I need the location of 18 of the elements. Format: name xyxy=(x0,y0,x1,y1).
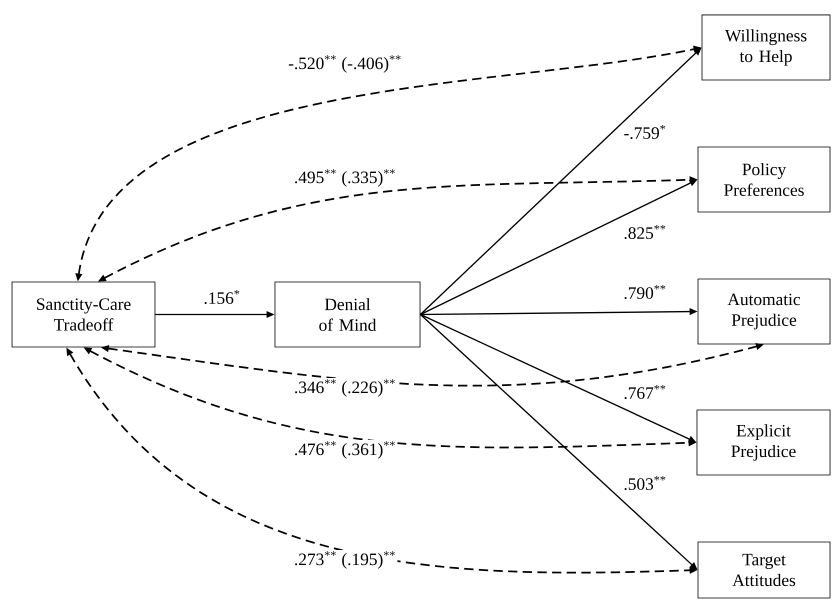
edge-label: .825$^{**}$ xyxy=(622,224,668,240)
box-node: Explicit Prejudice xyxy=(696,410,830,476)
edge-label: .767$^{**}$ xyxy=(622,384,668,400)
edge-label: .790$^{**}$ xyxy=(622,284,668,300)
box-node: Policy Preferences xyxy=(698,146,830,212)
box-node: Denial of Mind xyxy=(274,282,420,348)
edge-label: .273$^{**}$ (.195)$^{**}$ xyxy=(292,550,398,570)
edge-label: -.520$^{**}$ (-.406)$^{**}$ xyxy=(286,54,404,74)
box-node: Target Attitudes xyxy=(698,542,830,598)
edge-label: .495$^{**}$ (.335)$^{**}$ xyxy=(292,168,398,188)
edge-label: .156$^{*}$ xyxy=(202,288,242,306)
box-node: Willingness to Help xyxy=(702,14,830,80)
box-node: Automatic Prejudice xyxy=(698,278,830,344)
box-node: Sanctity-Care Tradeoff xyxy=(12,282,156,348)
edge-label: .346$^{**}$ (.226)$^{**}$ xyxy=(292,378,398,398)
edge-label: -.759$^{*}$ xyxy=(622,124,668,140)
edge-label: .503$^{**}$ xyxy=(622,474,668,492)
edge-label: .476$^{**}$ (.361)$^{**}$ xyxy=(292,440,398,460)
